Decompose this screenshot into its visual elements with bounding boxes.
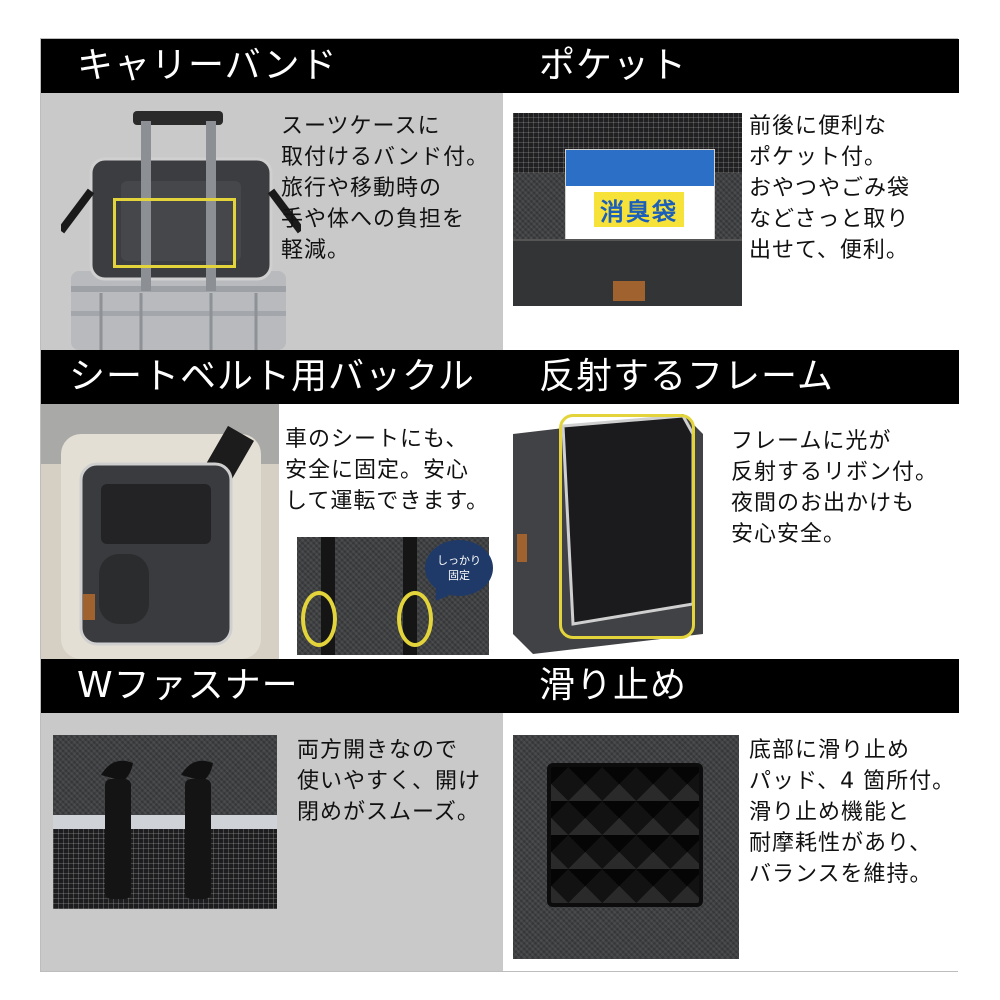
desc-line: 底部に滑り止め [749,738,911,763]
section-body: 消臭袋 前後に便利な ポケット付。 おやつやごみ袋 などさっと取り 出せて、便利… [503,93,959,350]
section-reflective-frame: 反射するフレーム フレームに光が 反射するリボン付。 夜間のお出かけも 安心安全… [503,350,959,659]
desc-line: 軽減。 [281,238,351,263]
section-anti-slip: 滑り止め 底部に滑り止め パッド、4 箇所付。 滑り止め機能と 耐摩耗性があり、… [503,659,959,971]
section-body: 両方開きなので 使いやすく、開け 閉めがスムーズ。 [41,713,503,971]
section-pocket: ポケット 消臭袋 前後に便利な ポケット付。 おやつやごみ袋 などさっと取り 出… [503,39,959,350]
section-title: 反射するフレーム [503,350,959,404]
section-body: 車のシートにも、 安全に固定。安心 して運転できます。 しっかり 固定 [41,404,503,659]
section-title: シートベルト用バックル [41,350,503,404]
desc-line: パッド、4 箇所付。 [749,769,956,794]
zipper-photo [53,735,277,909]
section-body: フレームに光が 反射するリボン付。 夜間のお出かけも 安心安全。 [503,404,959,659]
desc-line: ポケット付。 [749,145,888,170]
desc-line: 取付けるバンド付。 [281,145,490,170]
section-title: Wファスナー [41,659,503,713]
section-title: 滑り止め [503,659,959,713]
anti-slip-pad [547,763,703,907]
section-description: 底部に滑り止め パッド、4 箇所付。 滑り止め機能と 耐摩耗性があり、 バランス… [749,735,955,890]
desc-line: 反射するリボン付。 [731,460,939,485]
desc-line: バランスを維持。 [749,862,933,887]
desc-line: おやつやごみ袋 [749,176,911,201]
buckle-highlight-right [397,591,433,647]
feature-grid: キャリーバンド [40,38,959,972]
buckle-photo [297,537,489,655]
desc-line: 夜間のお出かけも [731,491,916,516]
reflective-frame-photo [503,404,709,659]
desc-line: 旅行や移動時の [281,176,443,201]
desc-line: 車のシートにも、 [285,427,469,452]
desc-line: などさっと取り [749,207,910,232]
car-seat-photo [41,404,279,659]
desc-line: 両方開きなので [297,738,459,763]
desc-line: 安全に固定。安心 [285,458,470,483]
section-carry-band: キャリーバンド [41,39,503,350]
buckle-highlight-left [301,591,337,647]
suitcase-band-photo [61,111,301,350]
desc-line: 滑り止め機能と [749,800,911,825]
section-w-zipper: Wファスナー 両方開きなので 使いやすく、開け 閉めがスムーズ。 [41,659,503,971]
desc-line: して運転できます。 [285,489,490,514]
desc-line: フレームに光が [731,429,892,454]
anti-slip-pad-photo [513,735,739,959]
section-description: フレームに光が 反射するリボン付。 夜間のお出かけも 安心安全。 [731,426,938,550]
section-body: 底部に滑り止め パッド、4 箇所付。 滑り止め機能と 耐摩耗性があり、 バランス… [503,713,959,971]
firmly-fixed-bubble: しっかり 固定 [425,540,493,596]
section-description: スーツケースに 取付けるバンド付。 旅行や移動時の 手や体への負担を 軽減。 [281,111,489,266]
band-highlight [113,198,236,268]
frame-highlight [559,414,695,639]
desc-line: 耐摩耗性があり、 [749,831,933,856]
desc-line: 閉めがスムーズ。 [297,800,480,825]
section-title: ポケット [503,39,959,93]
desc-line: 使いやすく、開け [297,769,482,794]
section-body: スーツケースに 取付けるバンド付。 旅行や移動時の 手や体への負担を 軽減。 [41,93,503,350]
section-description: 前後に便利な ポケット付。 おやつやごみ袋 などさっと取り 出せて、便利。 [749,111,910,266]
desc-line: スーツケースに [281,114,441,139]
pocket-photo: 消臭袋 [513,113,742,306]
desc-line: 安心安全。 [731,522,847,547]
desc-line: 出せて、便利。 [749,238,909,263]
deodorant-bag-package: 消臭袋 [565,149,715,261]
desc-line: 手や体への負担を [281,207,466,232]
section-description: 両方開きなので 使いやすく、開け 閉めがスムーズ。 [297,735,481,828]
section-seatbelt-buckle: シートベルト用バックル 車のシートにも、 安全に固定。安心 して運 [41,350,503,659]
desc-line: 前後に便利な [749,114,888,139]
section-title: キャリーバンド [41,39,503,93]
package-label: 消臭袋 [594,192,684,227]
section-description: 車のシートにも、 安全に固定。安心 して運転できます。 [285,424,489,517]
